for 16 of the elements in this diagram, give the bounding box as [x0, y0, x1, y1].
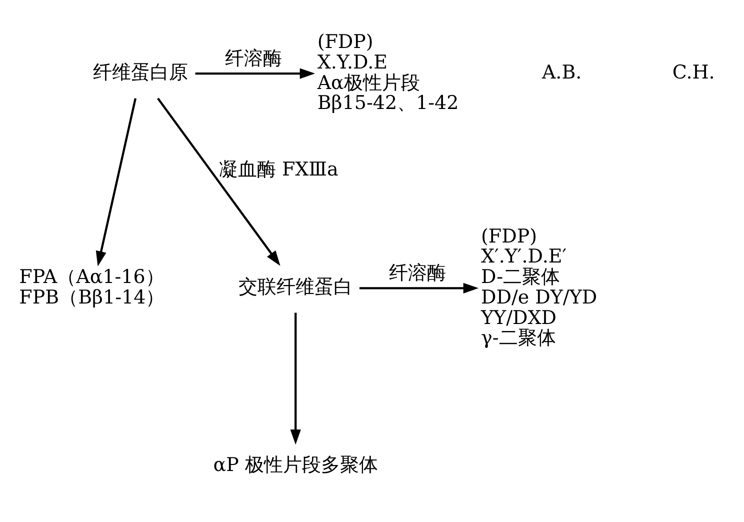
- edge-label: 纤溶酶: [224, 47, 282, 70]
- node-text: 纤维蛋白原: [93, 62, 188, 84]
- node-text: (FDP) X′.Y′.D.E′ D-二聚体 DD/e DY/YD YY/DXD γ-二聚体: [481, 225, 598, 350]
- label: C.H.: [672, 62, 715, 84]
- edge-label: 凝血酶 FⅩⅢa: [218, 158, 338, 181]
- arrow: [290, 312, 301, 445]
- node-text: αP 极性片段多聚体: [213, 454, 378, 476]
- node-text: 交联纤维蛋白: [238, 276, 353, 298]
- arrow: [96, 98, 137, 266]
- node-text: (FDP) X.Y.D.E Aα极性片段 Bβ15-42、1-42: [317, 31, 459, 114]
- arrow: [195, 68, 316, 79]
- label: A.B.: [542, 62, 582, 84]
- edge-label: 纤溶酶: [389, 262, 446, 284]
- node-text: FPA（Aα1-16） FPB（Bβ1-14）: [19, 266, 165, 308]
- arrow: [157, 98, 280, 266]
- arrow: [359, 282, 479, 294]
